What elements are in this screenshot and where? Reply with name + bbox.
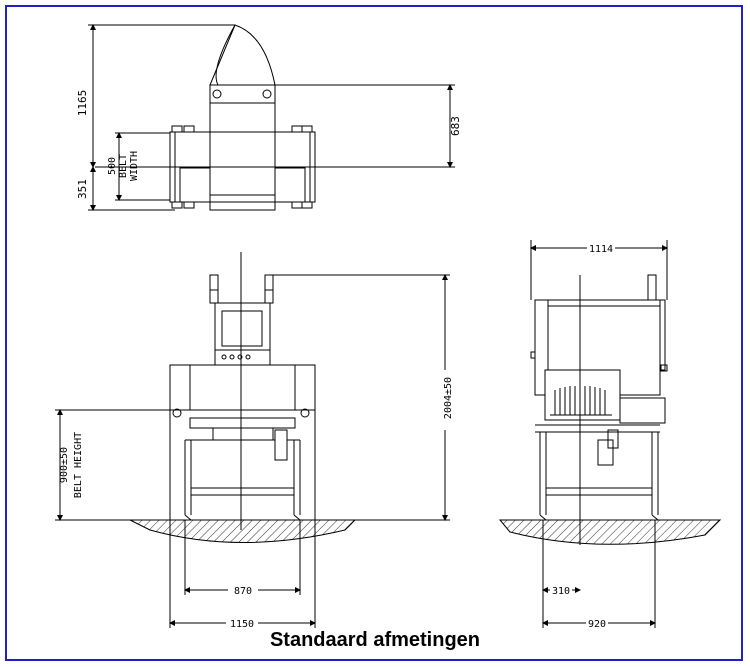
dim-height: 2004±50 xyxy=(443,377,454,419)
dim-lower: 351 xyxy=(76,179,89,199)
dim-total-length: 1165 xyxy=(76,90,89,117)
dim-outer-width: 1150 xyxy=(230,619,254,630)
dim-top-width: 1114 xyxy=(589,244,613,255)
belt-width-label-2: WIDTH xyxy=(129,151,140,181)
belt-width-label-1: BELT xyxy=(118,154,129,178)
dim-base-width: 920 xyxy=(588,619,606,630)
belt-width-value: 500 xyxy=(107,157,118,175)
dim-inner-width: 870 xyxy=(234,586,252,597)
drawing-caption: Standaard afmetingen xyxy=(269,629,481,651)
belt-height-label: BELT HEIGHT xyxy=(73,432,84,498)
dim-right: 683 xyxy=(449,116,462,136)
top-view xyxy=(88,24,455,211)
side-view xyxy=(498,240,722,628)
belt-height-value: 900±50 xyxy=(59,447,70,483)
dim-offset: 310 xyxy=(552,586,570,597)
front-view xyxy=(55,252,450,628)
